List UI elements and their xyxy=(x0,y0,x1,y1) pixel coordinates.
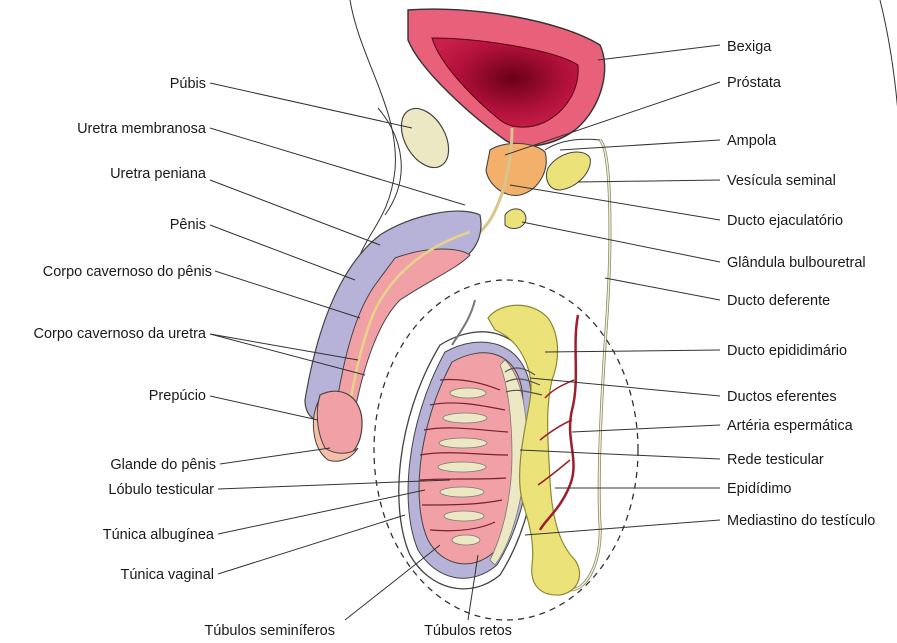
label-albuginea: Túnica albugínea xyxy=(103,527,215,543)
label-penis: Pênis xyxy=(170,217,206,233)
label-ampola: Ampola xyxy=(727,133,777,149)
buttock-contour xyxy=(378,108,401,215)
perineum-contour xyxy=(880,0,897,260)
label-deferente: Ducto deferente xyxy=(727,293,830,309)
bulbourethral-gland xyxy=(505,209,526,229)
label-ejaculatorio: Ducto ejaculatório xyxy=(727,213,843,229)
label-epididimo: Epidídimo xyxy=(727,481,791,497)
label-uretra-membranosa: Uretra membranosa xyxy=(77,121,207,137)
label-pubis: Púbis xyxy=(170,76,206,92)
label-retos: Túbulos retos xyxy=(424,623,512,639)
label-corpo-cavernoso-uretra: Corpo cavernoso da uretra xyxy=(34,326,207,342)
label-rede: Rede testicular xyxy=(727,452,824,468)
label-vesicula: Vesícula seminal xyxy=(727,173,836,189)
seminal-vesicle xyxy=(547,152,591,190)
abdomen-contour xyxy=(350,0,395,255)
label-vaginal: Túnica vaginal xyxy=(121,567,215,583)
label-seminiferos: Túbulos seminíferos xyxy=(204,623,335,639)
label-eferentes: Ductos eferentes xyxy=(727,389,837,405)
label-lobulo: Lóbulo testicular xyxy=(108,482,214,498)
label-mediastino: Mediastino do testículo xyxy=(727,513,875,529)
label-corpo-cavernoso-penis: Corpo cavernoso do pênis xyxy=(43,264,212,280)
label-bexiga: Bexiga xyxy=(727,39,772,55)
label-arteria: Artéria espermática xyxy=(727,418,854,434)
label-prepucio: Prepúcio xyxy=(149,388,206,404)
label-prostata: Próstata xyxy=(727,75,782,91)
label-bulbouretral: Glândula bulbouretral xyxy=(727,255,866,271)
label-glande: Glande do pênis xyxy=(110,457,216,473)
label-uretra-peniana: Uretra peniana xyxy=(110,166,207,182)
label-epididimario: Ducto epididimário xyxy=(727,343,847,359)
